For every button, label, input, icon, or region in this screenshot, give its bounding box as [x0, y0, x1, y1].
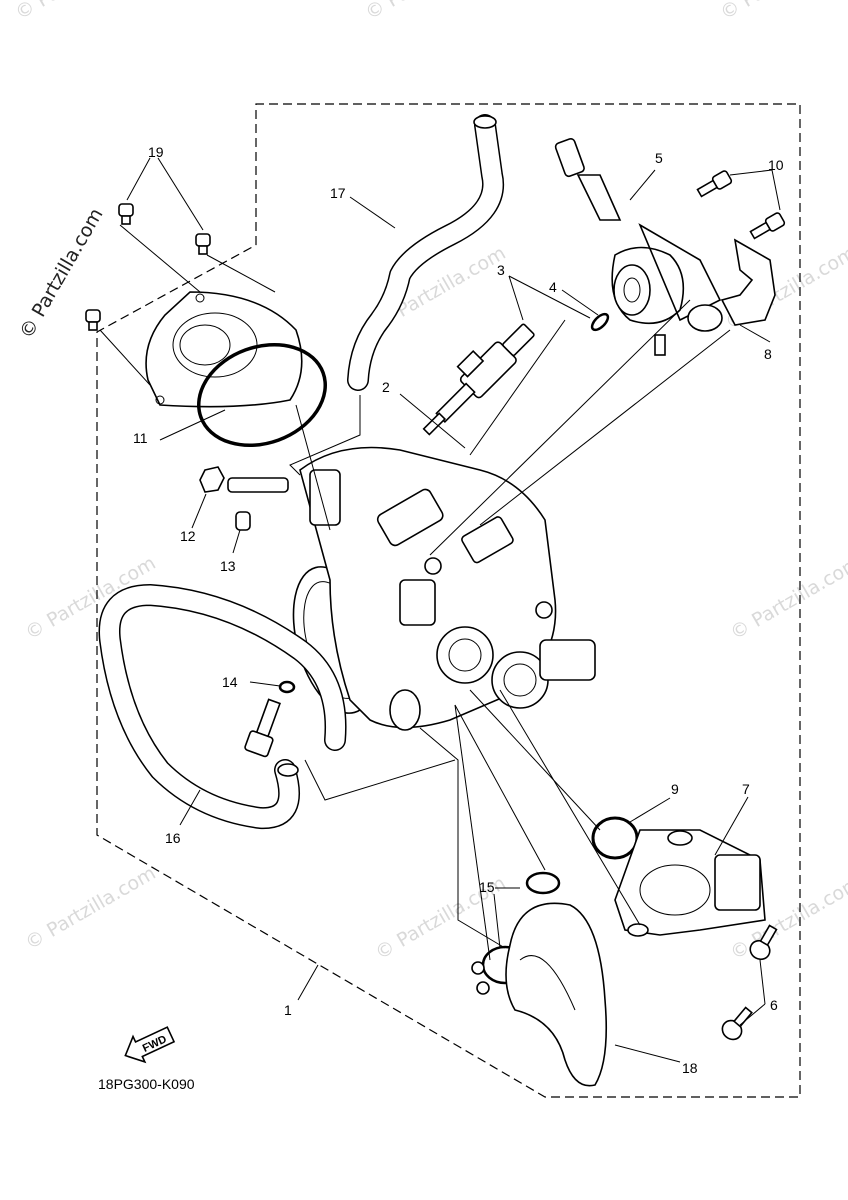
cover-screws — [85, 203, 211, 331]
leader-lines — [99, 157, 781, 1063]
screws-10 — [696, 170, 786, 240]
watermark-text: © Partzilla.com — [717, 0, 848, 24]
fwd-label: FWD — [141, 1033, 169, 1054]
callout-8: 8 — [764, 346, 772, 362]
callout-7: 7 — [742, 781, 750, 797]
fuel-injector — [422, 323, 535, 436]
assembly-boundary — [96, 103, 801, 1098]
o-ring-9 — [591, 816, 639, 860]
elbow-hose — [505, 902, 608, 1087]
hose-fitting — [227, 477, 289, 493]
callout-3: 3 — [497, 262, 505, 278]
bracket-8 — [720, 238, 776, 326]
callout-labels: 19 17 5 10 3 4 8 2 11 12 13 14 9 7 16 15… — [133, 144, 784, 1076]
throttle-position-sensor — [614, 829, 766, 937]
watermark-text: © Partzilla.com — [362, 0, 500, 24]
callout-13: 13 — [220, 558, 236, 574]
fwd-arrow-icon: FWD — [124, 1026, 176, 1064]
callout-16: 16 — [165, 830, 181, 846]
callout-19: 19 — [148, 144, 164, 160]
callout-14: 14 — [222, 674, 238, 690]
screws-6 — [721, 924, 778, 1041]
callout-15: 15 — [479, 879, 495, 895]
watermark-text: © Partzilla.com — [22, 862, 160, 954]
throttle-body — [292, 446, 596, 731]
callout-11: 11 — [133, 430, 148, 446]
watermark-text: © Partzilla.com — [12, 0, 150, 24]
loop-hose — [98, 584, 347, 830]
callout-12: 12 — [180, 528, 196, 544]
pressure-regulator — [554, 137, 723, 356]
callout-5: 5 — [655, 150, 663, 166]
o-ring-11 — [197, 342, 327, 448]
clamps-15 — [471, 871, 561, 995]
watermark-text: © Partzilla.com — [727, 552, 848, 644]
cap-13 — [235, 511, 251, 531]
o-ring-14 — [278, 680, 296, 694]
callout-2: 2 — [382, 379, 390, 395]
callout-10: 10 — [768, 157, 784, 173]
o-ring-4 — [590, 312, 610, 332]
callout-1: 1 — [284, 1002, 292, 1018]
breather-hose — [347, 114, 505, 391]
callout-4: 4 — [549, 279, 557, 295]
callout-17: 17 — [330, 185, 346, 201]
diagram-code: 18PG300-K090 — [98, 1076, 195, 1092]
callout-18: 18 — [682, 1060, 698, 1076]
cover-plate — [145, 291, 303, 408]
callout-6: 6 — [770, 997, 778, 1013]
callout-9: 9 — [671, 781, 679, 797]
adjust-screw — [244, 698, 281, 758]
nut-12 — [199, 466, 225, 493]
